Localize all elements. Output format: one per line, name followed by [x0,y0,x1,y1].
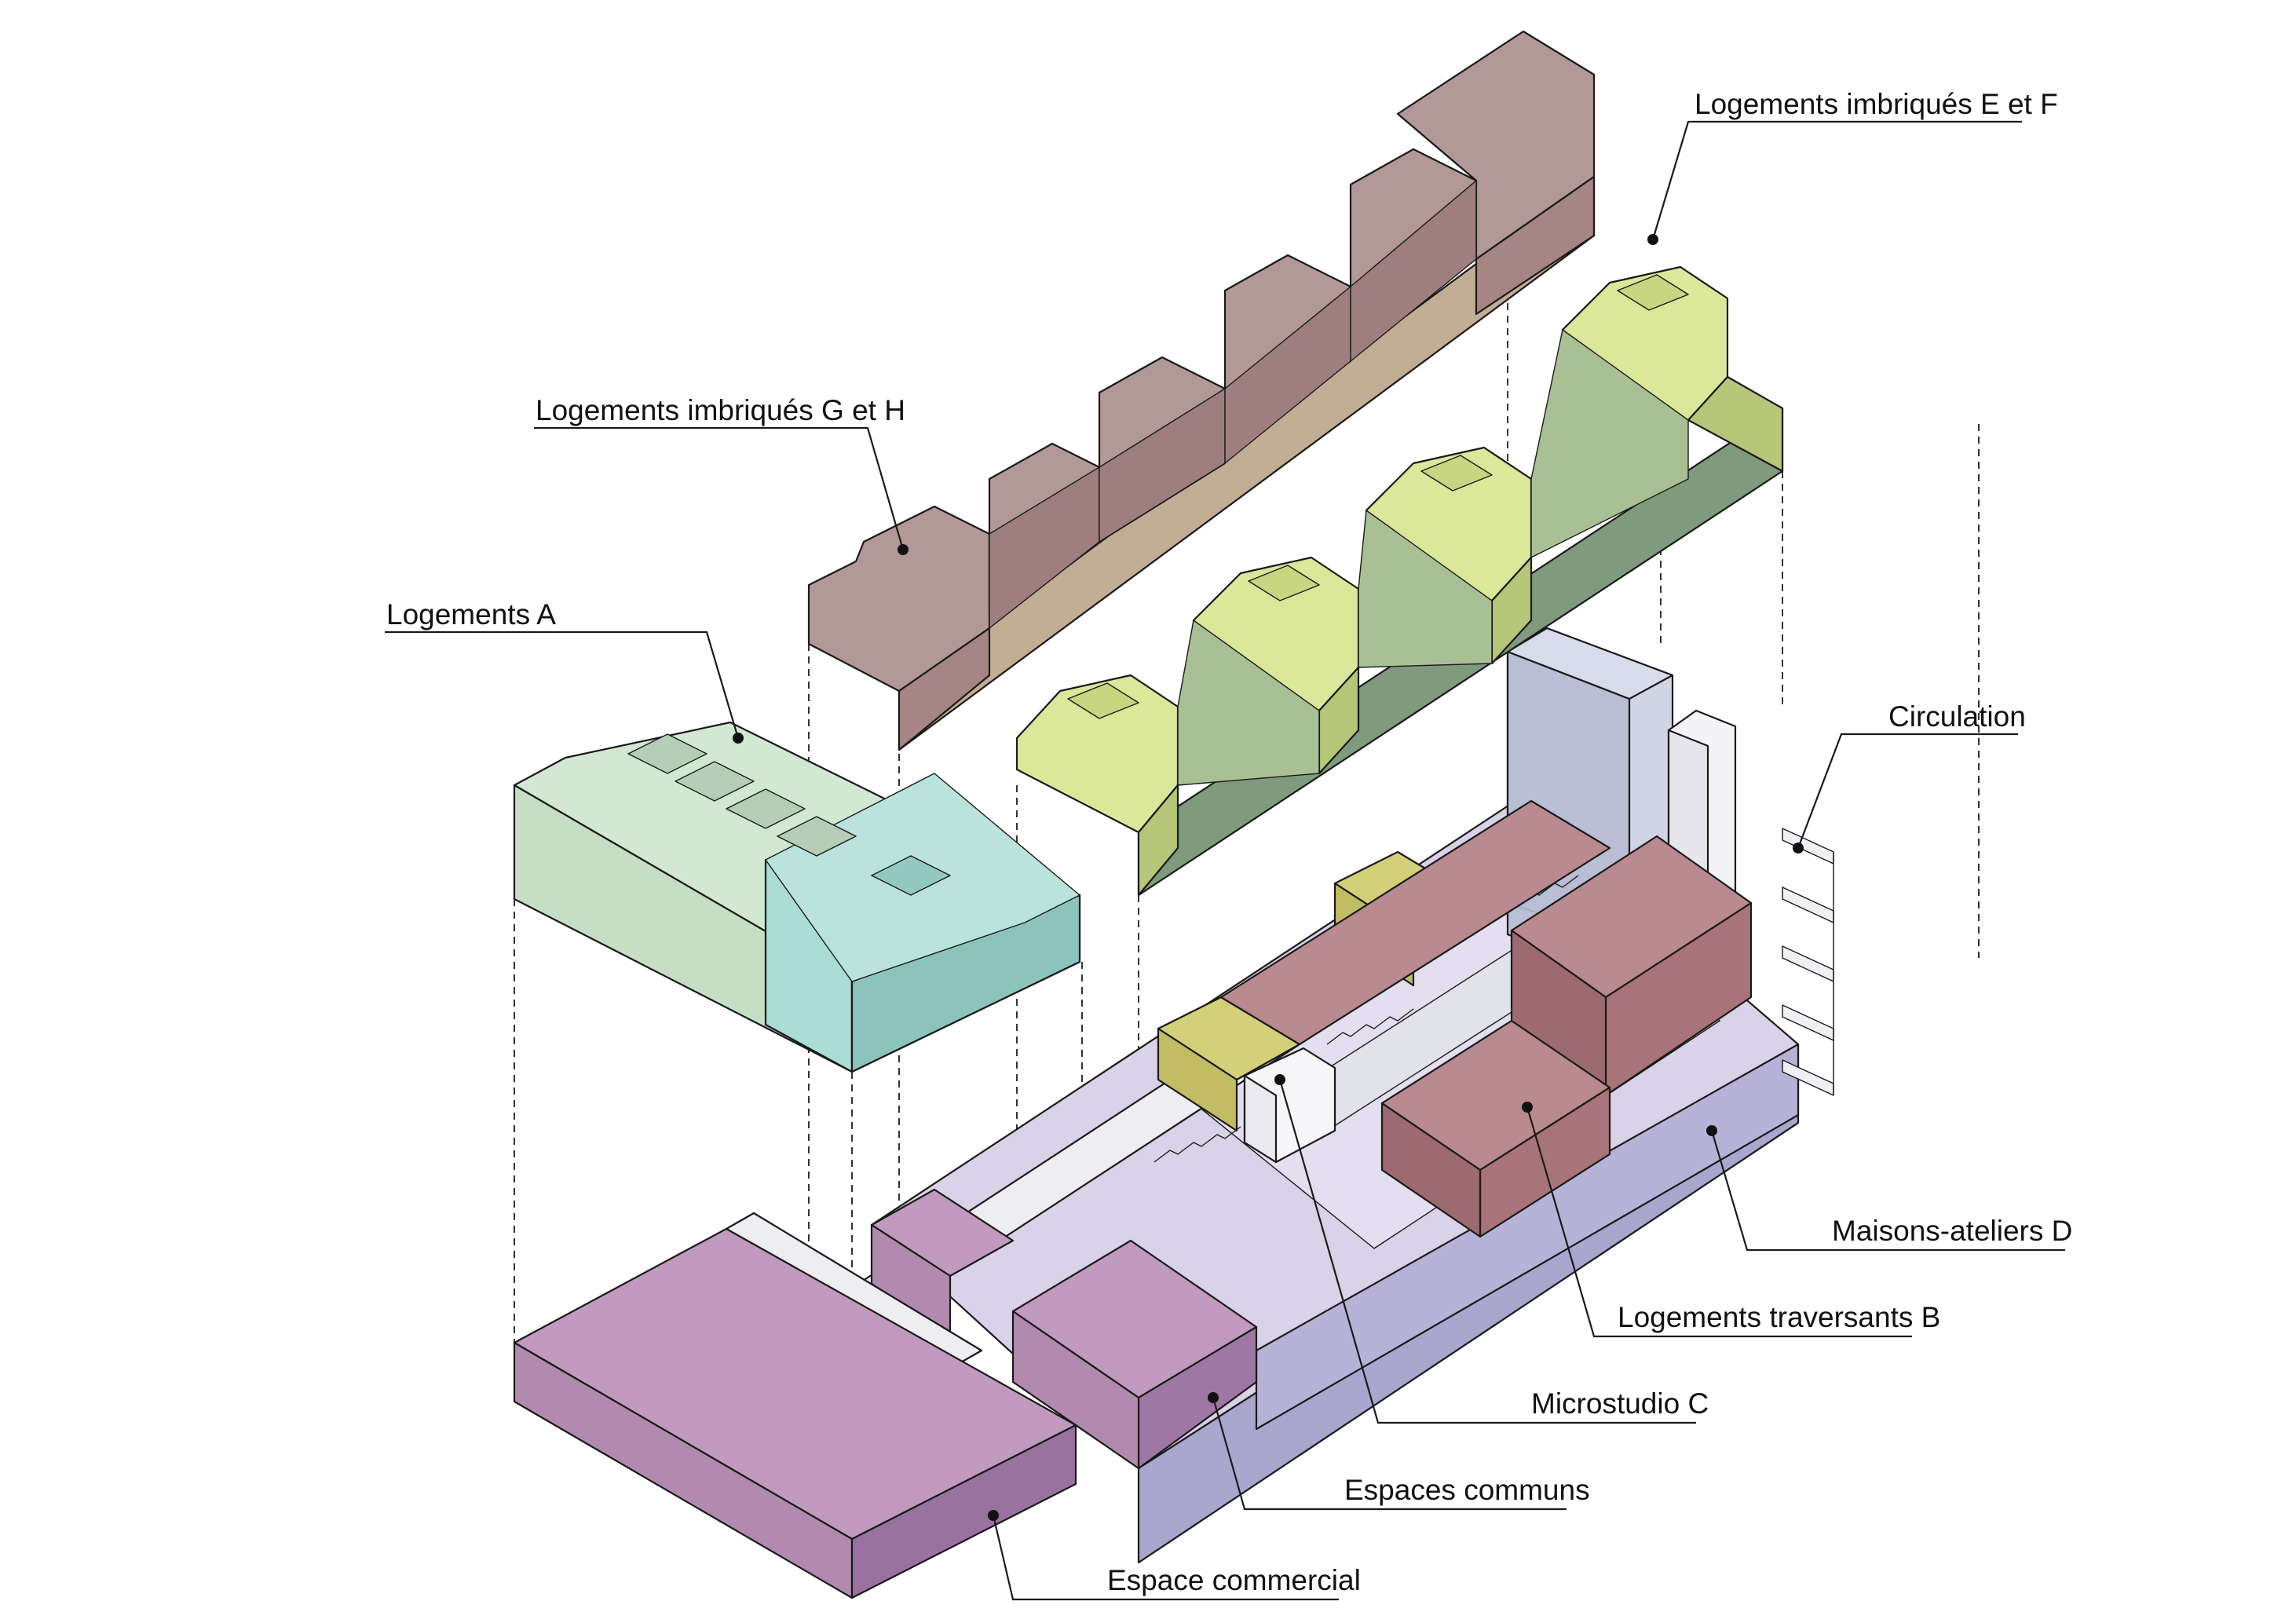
label-circulation: Circulation [1888,700,2026,733]
logements-a-volume [513,721,1081,1073]
label-espace-commercial: Espace commercial [1107,1564,1361,1596]
leader-g-h [534,426,909,555]
leader-c [1274,1074,1696,1424]
dot-circulation [1793,843,1804,854]
dot-g-h [898,544,909,555]
label-logements-traversants-b: Logements traversants B [1618,1301,1940,1333]
leader-b [1522,1102,1912,1338]
logements-traversants-b-volume [1157,799,1753,1238]
label-maisons-ateliers-d: Maisons-ateliers D [1832,1215,2072,1247]
leader-commercial [988,1510,1339,1601]
dot-commercial [988,1510,999,1521]
dot-b [1522,1102,1533,1113]
dot-d [1706,1125,1717,1136]
leader-d [1706,1125,2065,1252]
label-logements-e-f: Logements imbriqués E et F [1695,88,2058,120]
dot-c [1274,1074,1285,1085]
leader-circulation [1793,733,2018,854]
espace-commercial-volume [513,1212,1077,1599]
label-espaces-communs: Espaces communs [1344,1474,1590,1506]
label-logements-a: Logements A [386,598,556,631]
dot-a [733,733,744,744]
leader-e-f [1647,120,2022,245]
label-logements-g-h: Logements imbriqués G et H [536,394,905,426]
leader-communs [1208,1392,1567,1511]
dot-e-f [1647,234,1658,245]
dot-communs [1208,1392,1219,1403]
label-microstudio-c: Microstudio C [1531,1387,1709,1420]
espaces-communs-volume [870,1188,1258,1470]
logements-e-f-volume [1015,265,1784,897]
logements-g-h-volume [807,30,1596,751]
leader-a [385,631,744,744]
